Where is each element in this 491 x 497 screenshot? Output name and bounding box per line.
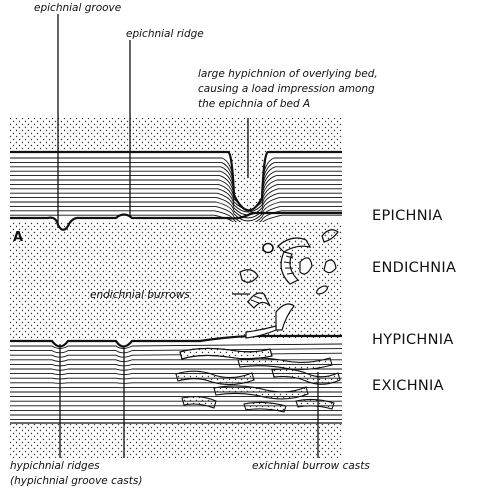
label-hypichnion-line2: causing a load impression among bbox=[198, 83, 375, 95]
zone-epichnia: EPICHNIA bbox=[372, 208, 443, 224]
label-hypichnial-ridges-line1: hypichnial ridges bbox=[10, 460, 100, 472]
label-epichnial-groove: epichnial groove bbox=[34, 2, 121, 14]
zone-labels: EPICHNIA ENDICHNIA HYPICHNIA EXICHNIA bbox=[372, 208, 456, 394]
zone-hypichnia: HYPICHNIA bbox=[372, 332, 454, 348]
zone-endichnia: ENDICHNIA bbox=[372, 260, 456, 276]
zone-exichnia: EXICHNIA bbox=[372, 378, 444, 394]
label-bed-a: A bbox=[13, 230, 23, 245]
upper-laminated-bed bbox=[10, 152, 342, 230]
label-hypichnion-line1: large hypichnion of overlying bed, bbox=[198, 68, 378, 80]
label-endichnial-burrows: endichnial burrows bbox=[90, 289, 190, 301]
label-hypichnion-line3: the epichnia of bed A bbox=[198, 98, 310, 110]
label-exichnial-burrow-casts: exichnial burrow casts bbox=[252, 460, 370, 472]
label-epichnial-ridge: epichnial ridge bbox=[126, 28, 204, 40]
label-hypichnial-ridges-line2: (hypichnial groove casts) bbox=[10, 475, 142, 487]
